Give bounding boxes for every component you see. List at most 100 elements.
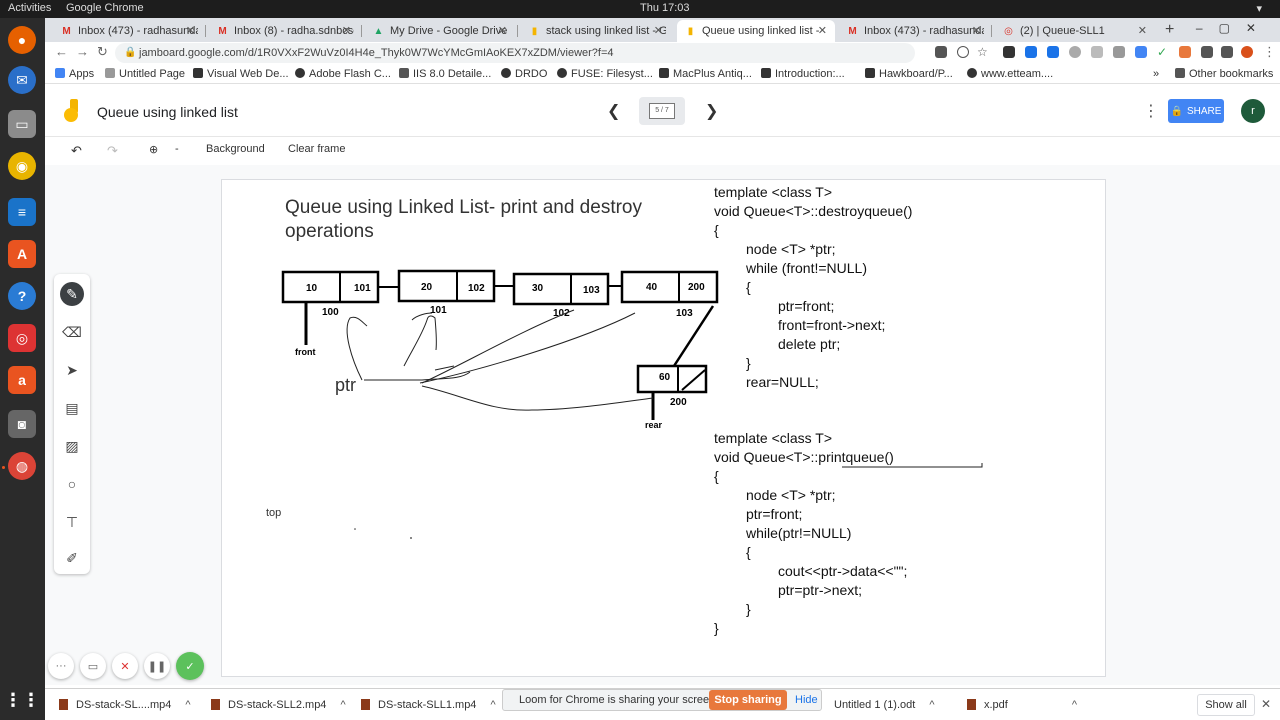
tab-stack-jamboard[interactable]: ▮ stack using linked list - G ✕ — [521, 20, 671, 42]
whiteboard-frame[interactable]: Queue using Linked List- print and destr… — [221, 179, 1106, 677]
new-tab-button[interactable]: + — [1165, 21, 1175, 38]
laser-icon[interactable]: ✐ — [66, 549, 78, 566]
bookmark-item[interactable]: Untitled Page — [105, 68, 185, 80]
previous-frame-button[interactable]: ❮ — [607, 103, 621, 120]
download-item[interactable]: DS-stack-SLL2.mp4^ — [211, 699, 346, 711]
close-icon[interactable]: ✕ — [185, 25, 195, 37]
chevron-up-icon[interactable]: ^ — [185, 699, 191, 711]
tab-youtube[interactable]: ◎ (2) | Queue-SLL1 ✕ — [995, 20, 1155, 42]
zoom-icon[interactable]: ⊕ — [149, 144, 159, 156]
window-controls[interactable]: –▢✕ — [1195, 21, 1272, 35]
sticky-note-icon[interactable]: ▤ — [65, 399, 79, 416]
extension-icon[interactable] — [1003, 46, 1015, 58]
camera-icon[interactable]: ▭ — [80, 653, 106, 679]
pen-tool-icon[interactable]: ✎ — [60, 282, 84, 306]
bookmark-item[interactable]: IIS 8.0 Detaile... — [399, 68, 491, 80]
bookmark-item[interactable]: Visual Web De... — [193, 68, 289, 80]
screenshot-icon[interactable]: ◎ — [8, 324, 36, 352]
extension-icon[interactable] — [1113, 46, 1125, 58]
avatar[interactable]: r — [1241, 99, 1265, 123]
tab-queue-jamboard[interactable]: ▮ Queue using linked list - G ✕ — [677, 20, 835, 42]
download-item[interactable]: DS-stack-SLL1.mp4^ — [361, 699, 496, 711]
check-icon[interactable]: ✓ — [1157, 45, 1168, 59]
chevron-up-icon[interactable]: ^ — [340, 699, 346, 711]
profile-icon[interactable] — [1241, 46, 1253, 58]
redo-icon[interactable]: ↷ — [107, 143, 118, 158]
more-bookmarks-button[interactable]: » — [1153, 68, 1160, 80]
show-all-button[interactable]: Show all — [1197, 694, 1255, 716]
extension-icon[interactable] — [1047, 46, 1059, 58]
finish-recording-icon[interactable]: ✓ — [176, 652, 204, 680]
download-item[interactable]: x.pdf^ — [967, 699, 1077, 711]
bookmark-item[interactable]: FUSE: Filesyst... — [557, 68, 653, 80]
tab-gmail-3[interactable]: M Inbox (473) - radhasunda ✕ — [839, 20, 989, 42]
undo-icon[interactable]: ↶ — [71, 143, 82, 158]
tab-gmail-1[interactable]: M Inbox (473) - radhasunda ✕ — [53, 20, 203, 42]
stop-sharing-button[interactable]: Stop sharing — [709, 690, 787, 710]
back-button[interactable]: ← — [55, 44, 68, 59]
puzzle-icon[interactable] — [1221, 46, 1233, 58]
reload-button[interactable]: ↻ — [97, 44, 108, 59]
background-button[interactable]: Background — [206, 143, 265, 155]
download-item[interactable]: DS-stack-SL....mp4^ — [59, 699, 191, 711]
eraser-icon[interactable]: ⌫ — [62, 323, 82, 340]
thunderbird-icon[interactable]: ✉ — [8, 66, 36, 94]
download-item[interactable]: Untitled 1 (1).odt^ — [834, 699, 935, 711]
page-title[interactable]: Queue using linked list — [97, 104, 238, 120]
extension-icon[interactable] — [1135, 46, 1147, 58]
amazon-icon[interactable]: a — [8, 366, 36, 394]
bookmark-item[interactable]: DRDO — [501, 68, 547, 80]
clock[interactable]: Thu 17:03 — [640, 2, 690, 14]
close-icon[interactable]: ✕ — [971, 25, 981, 37]
cast-icon[interactable] — [935, 46, 947, 58]
forward-button[interactable]: → — [76, 44, 89, 59]
clear-frame-button[interactable]: Clear frame — [288, 143, 346, 155]
extension-icon[interactable] — [1069, 46, 1081, 58]
cancel-recording-icon[interactable]: ✕ — [112, 653, 138, 679]
zoom-icon[interactable] — [957, 46, 969, 58]
chrome-icon[interactable]: ◍ — [8, 452, 36, 480]
close-icon[interactable]: ✕ — [1137, 25, 1147, 37]
zoom-dropdown-icon[interactable]: - — [175, 143, 179, 155]
close-icon[interactable]: ✕ — [497, 25, 507, 37]
extension-icon[interactable] — [1025, 46, 1037, 58]
close-icon[interactable]: ✕ — [653, 25, 663, 37]
bookmark-item[interactable]: MacPlus Antiq... — [659, 68, 752, 80]
bookmark-apps[interactable]: Apps — [55, 68, 94, 80]
next-frame-button[interactable]: ❯ — [705, 103, 719, 120]
extension-icon[interactable] — [1201, 46, 1213, 58]
bookmark-item[interactable]: Adobe Flash C... — [295, 68, 391, 80]
bookmark-item[interactable]: www.etteam.... — [967, 68, 1053, 80]
close-icon[interactable]: ✕ — [1261, 697, 1272, 711]
bookmark-item[interactable]: Hawkboard/P... — [865, 68, 953, 80]
address-bar[interactable]: 🔒 jamboard.google.com/d/1R0VXxF2WuVz0I4H… — [115, 43, 915, 63]
image-icon[interactable]: ▨ — [65, 437, 79, 454]
lock-icon[interactable]: 🔒 — [124, 47, 137, 58]
text-box-icon[interactable]: ⊤ — [65, 513, 79, 530]
extension-icon[interactable] — [1091, 46, 1103, 58]
more-icon[interactable]: ··· — [48, 653, 74, 679]
close-icon[interactable]: ✕ — [341, 25, 351, 37]
bookmark-item[interactable]: Introduction:... — [761, 68, 845, 80]
software-center-icon[interactable]: A — [8, 240, 36, 268]
shape-icon[interactable]: ○ — [67, 476, 77, 492]
camera-icon[interactable]: ◙ — [8, 410, 36, 438]
chevron-up-icon[interactable]: ^ — [929, 699, 935, 711]
close-icon[interactable]: ✕ — [817, 25, 827, 37]
other-bookmarks[interactable]: Other bookmarks — [1175, 68, 1273, 80]
chrome-menu-icon[interactable]: ⋮ — [1263, 44, 1276, 59]
hide-button[interactable]: Hide — [795, 694, 818, 706]
firefox-icon[interactable]: ● — [8, 26, 36, 54]
extension-icon[interactable] — [1179, 46, 1191, 58]
help-icon[interactable]: ? — [8, 282, 36, 310]
tab-drive[interactable]: ▲ My Drive - Google Drive ✕ — [365, 20, 515, 42]
chevron-up-icon[interactable]: ^ — [1071, 699, 1078, 711]
show-apps-icon[interactable]: ⋮⋮ — [4, 689, 40, 710]
tab-gmail-2[interactable]: M Inbox (8) - radha.sdnbcsc ✕ — [209, 20, 359, 42]
star-icon[interactable]: ☆ — [977, 45, 988, 59]
writer-icon[interactable]: ≡ — [8, 198, 36, 226]
select-icon[interactable]: ➤ — [66, 361, 78, 378]
share-button[interactable]: 🔒 SHARE — [1168, 99, 1224, 123]
rhythmbox-icon[interactable]: ◉ — [8, 152, 36, 180]
files-icon[interactable]: ▭ — [8, 110, 36, 138]
